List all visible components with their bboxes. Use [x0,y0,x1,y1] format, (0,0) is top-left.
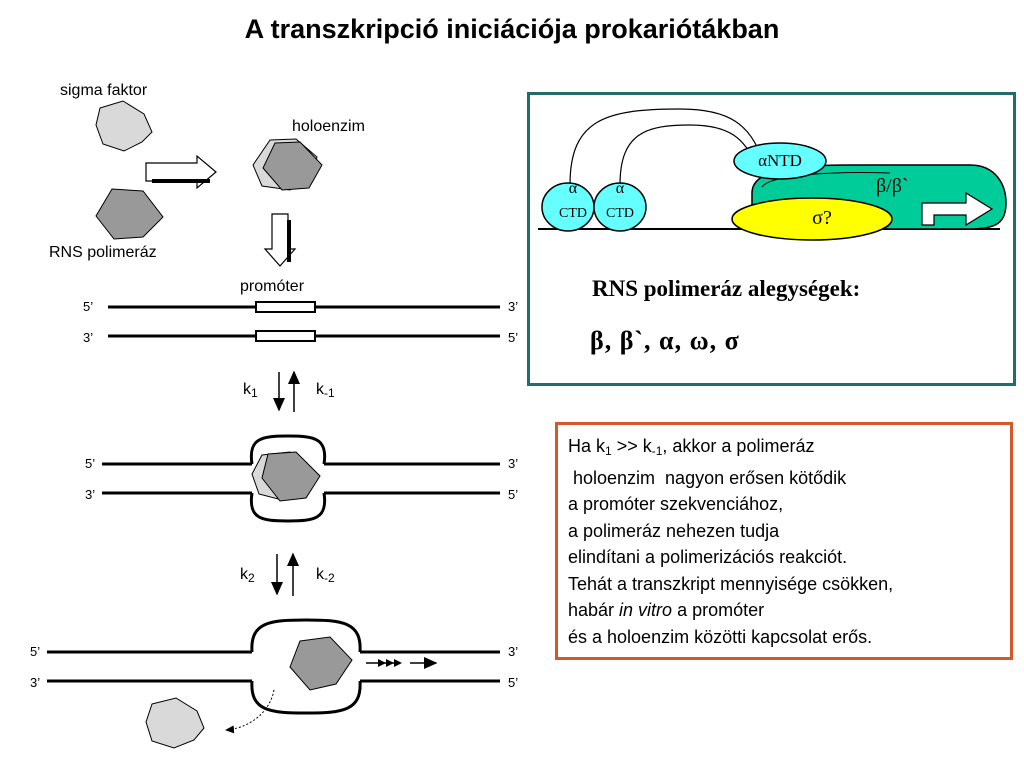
holoenzyme-shape [252,138,323,191]
ctd-label-2: CTD [606,206,634,221]
ctd-label-1: CTD [559,206,587,221]
info-line-3: a promóter szekvenciához, [568,494,784,514]
alpha-ntd-label: αNTD [758,151,802,170]
info-line-7: habár in vitro a promóter [568,600,765,620]
rate-k1: k1 [243,381,258,400]
holoenzyme-label: holoenzim [292,118,365,135]
info-line-2: holoenzim nagyon erősen kötődik [568,467,847,488]
binding-arrow [263,213,297,267]
sigma-factor-shape [95,100,153,152]
beta-beta-prime-label: β/β` [876,175,909,197]
initiation-diagram [47,100,500,749]
alpha-label-2: α [615,180,625,197]
dna-closed-complex [102,434,500,523]
subunit-diagram [538,108,1007,241]
release-path [225,689,275,734]
alpha-label-1: α [568,180,578,197]
sigma-label: σ? [812,207,832,229]
strand-end-3-bottom-1: 3’ [83,330,94,345]
info-line-4: a polimeráz nehezen tudja [568,520,780,541]
sigma-factor-label: sigma faktor [60,82,148,99]
dna-elongation-complex [47,618,500,715]
rate-k2: k2 [240,566,255,585]
strand-end-5-bottom-3: 5’ [508,675,519,690]
promoter-label: promóter [240,278,305,295]
rate-k-minus-2: k-2 [316,566,335,585]
released-sigma-shape [145,697,205,749]
info-box: Ha k1 >> k-1, akkor a polimeráz holoenzi… [555,422,1013,660]
subunit-box [527,92,1016,386]
info-line-5: elindítani a polimerizációs reakciót. [568,547,848,567]
sigma-subunit [731,197,893,241]
strand-end-5-top-2: 5’ [85,456,96,471]
rna-polymerase-label: RNS polimeráz [49,244,157,261]
subunits-heading: RNS polimeráz alegységek: [592,276,861,301]
dna-promoter-1 [108,301,500,342]
page-title: A transzkripció iniciációja prokariótákb… [244,14,780,44]
alpha-ctd-2 [593,182,647,232]
polymerase-core-shape [95,188,164,240]
white-arrow-icon [921,191,994,227]
strand-end-5-top-1: 5’ [83,299,94,314]
strand-end-5-top-3: 5’ [30,644,41,659]
rate-k-minus-1: k-1 [316,381,335,400]
strand-end-3-top-3: 3’ [508,644,519,659]
strand-end-5-bottom-2: 5’ [508,487,519,502]
info-line-1: Ha k1 >> k-1, akkor a polimeráz [568,436,815,458]
strand-end-3-top-1: 3’ [508,299,519,314]
strand-end-3-top-2: 3’ [508,456,519,471]
subunits-list: β, β`, α, ω, σ [590,326,740,355]
strand-end-5-bottom-1: 5’ [508,330,519,345]
alpha-ntd-subunit [733,142,827,180]
strand-end-3-bottom-3: 3’ [30,675,41,690]
combine-arrow [145,154,217,190]
strand-end-3-bottom-2: 3’ [85,487,96,502]
info-line-8: és a holoenzim közötti kapcsolat erős. [568,626,873,647]
info-line-6: Tehát a transzkript mennyisége csökken, [568,573,894,594]
